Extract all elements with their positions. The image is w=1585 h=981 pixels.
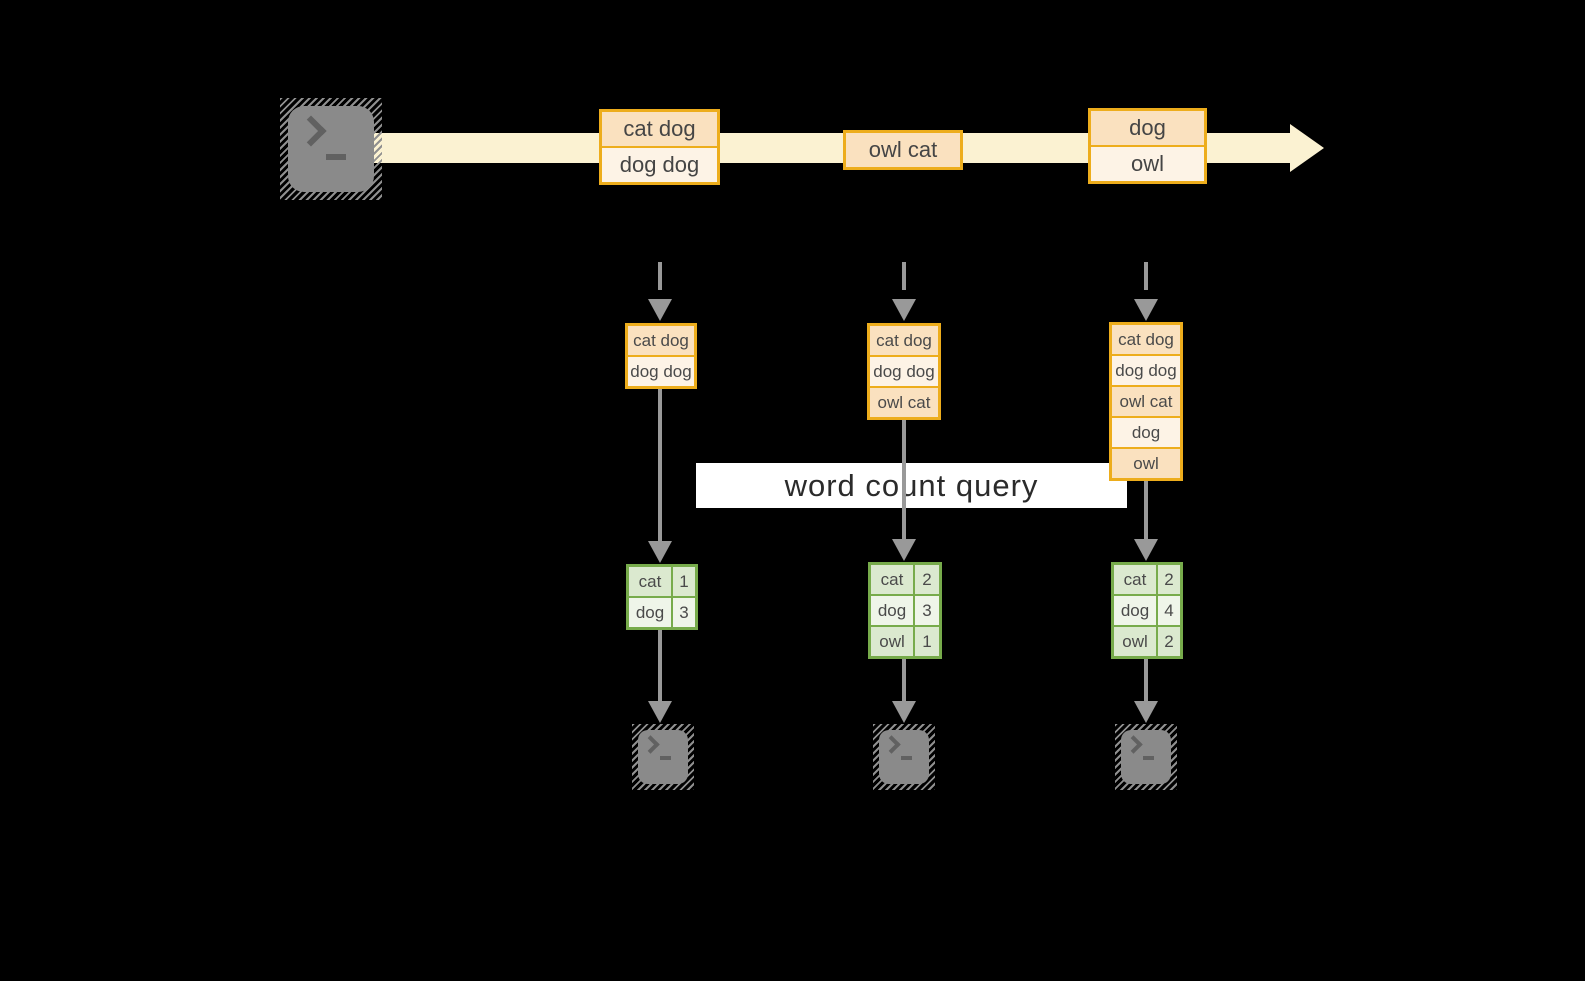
message-row: owl cat <box>846 133 960 167</box>
arrow-line-table-to-sink-1 <box>658 630 662 701</box>
arrowhead-table-to-sink-2 <box>892 701 916 723</box>
state-row: cat dog <box>628 326 694 355</box>
arrowhead-table-to-sink-1 <box>648 701 672 723</box>
arrowhead-table-to-sink-3 <box>1134 701 1158 723</box>
count-cell: 2 <box>1158 627 1180 656</box>
count-cell: 2 <box>915 565 939 594</box>
terminal-cursor-icon <box>901 756 912 760</box>
dashed-arrow-line-3 <box>1144 262 1148 290</box>
state-row: owl <box>1112 447 1180 478</box>
message-row: dog <box>1091 111 1204 145</box>
count-cell: 4 <box>1158 596 1180 625</box>
dashed-arrow-line-2 <box>902 262 906 290</box>
message-row: dog dog <box>602 146 717 182</box>
arrow-line-state-to-table-3 <box>1144 481 1148 539</box>
sink-terminal-icon-2 <box>873 724 935 790</box>
word-cell: dog <box>871 596 915 625</box>
sink-terminal-icon-1 <box>632 724 694 790</box>
sink-terminal-icon-3 <box>1115 724 1177 790</box>
query-label: word count query <box>696 463 1127 508</box>
terminal-prompt-icon <box>295 115 327 147</box>
word-cell: owl <box>871 627 915 656</box>
dashed-arrowhead-1 <box>648 299 672 321</box>
state-row: dog dog <box>1112 354 1180 385</box>
state-row: owl cat <box>1112 385 1180 416</box>
state-row: dog dog <box>628 355 694 386</box>
terminal-screen <box>288 106 374 192</box>
message-row: cat dog <box>602 112 717 146</box>
arrow-line-state-to-table-2 <box>902 420 906 539</box>
word-cell: cat <box>1114 565 1158 594</box>
source-terminal-icon <box>280 98 382 200</box>
terminal-cursor-icon <box>1143 756 1154 760</box>
state-row: dog <box>1112 416 1180 447</box>
terminal-cursor-icon <box>326 154 346 160</box>
arrowhead-state-to-table-1 <box>648 541 672 563</box>
count-cell: 3 <box>673 598 695 627</box>
arrow-line-state-to-table-1 <box>658 389 662 541</box>
word-cell: cat <box>871 565 915 594</box>
word-cell: cat <box>629 567 673 596</box>
state-row: cat dog <box>870 326 938 355</box>
terminal-screen <box>1121 730 1171 784</box>
arrowhead-state-to-table-3 <box>1134 539 1158 561</box>
state-row: dog dog <box>870 355 938 386</box>
count-cell: 1 <box>915 627 939 656</box>
word-cell: dog <box>629 598 673 627</box>
message-row: owl <box>1091 145 1204 181</box>
count-cell: 2 <box>1158 565 1180 594</box>
terminal-cursor-icon <box>660 756 671 760</box>
state-row: owl cat <box>870 386 938 417</box>
count-cell: 3 <box>915 596 939 625</box>
arrow-line-table-to-sink-2 <box>902 659 906 701</box>
terminal-screen <box>638 730 688 784</box>
terminal-prompt-icon <box>1124 735 1143 754</box>
word-cell: owl <box>1114 627 1158 656</box>
dashed-arrowhead-2 <box>892 299 916 321</box>
terminal-prompt-icon <box>641 735 660 754</box>
state-row: cat dog <box>1112 325 1180 354</box>
arrow-line-table-to-sink-3 <box>1144 659 1148 701</box>
count-cell: 1 <box>673 567 695 596</box>
batch-box-2: owl cat <box>843 130 963 170</box>
dashed-arrow-line-1 <box>658 262 662 290</box>
word-cell: dog <box>1114 596 1158 625</box>
dashed-arrowhead-3 <box>1134 299 1158 321</box>
terminal-prompt-icon <box>882 735 901 754</box>
terminal-screen <box>879 730 929 784</box>
stream-arrowhead-icon <box>1290 124 1324 172</box>
arrowhead-state-to-table-2 <box>892 539 916 561</box>
